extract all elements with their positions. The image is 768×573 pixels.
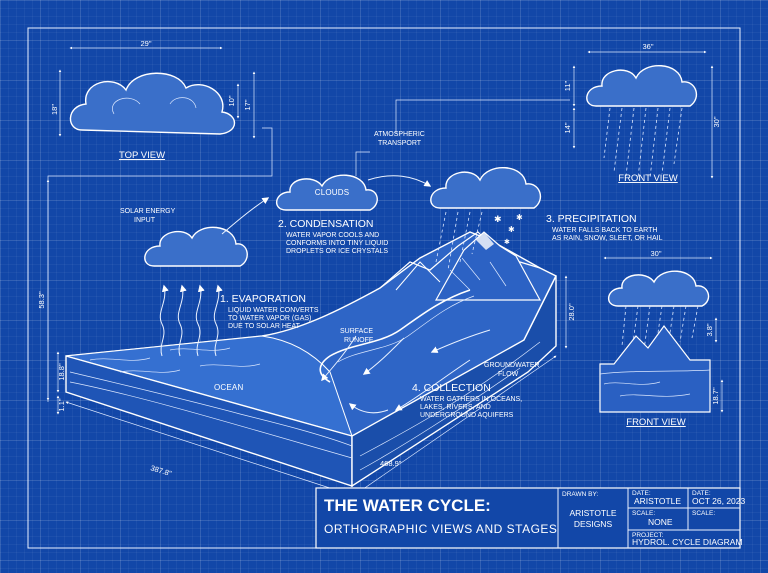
front-view-1: 36" 11" 14" 30" FRONT VIEW bbox=[563, 42, 721, 184]
cloud-evaporation bbox=[144, 226, 248, 267]
fv2-width-dim: 30" bbox=[650, 249, 661, 258]
ocean-label: OCEAN bbox=[214, 383, 243, 392]
base-dim: 1.1" bbox=[57, 398, 66, 411]
snowflake-icon: ✱ bbox=[504, 238, 510, 246]
terrain-block bbox=[65, 231, 557, 488]
fv2-h2-dim: 18.7" bbox=[711, 387, 720, 405]
project-value: HYDROL. CYCLE DIAGRAM bbox=[632, 537, 743, 547]
transport-label: TRANSPORT bbox=[378, 140, 422, 147]
drawn-by-value-2: DESIGNS bbox=[574, 519, 613, 529]
top-view-label: TOP VIEW bbox=[119, 150, 165, 161]
diagram-title: THE WATER CYCLE: bbox=[324, 496, 491, 515]
title-block: THE WATER CYCLE: ORTHOGRAPHIC VIEWS AND … bbox=[315, 487, 746, 549]
surface-runoff-label-2: RUNOFF bbox=[344, 337, 373, 344]
block-depth-dim: 387.8" bbox=[149, 463, 172, 478]
groundwater-label-2: FLOW bbox=[498, 371, 519, 378]
front-h2-dim: 14" bbox=[563, 122, 572, 133]
block-right-dim: 28.0" bbox=[567, 303, 576, 321]
snowflake-icon: ✱ bbox=[494, 214, 502, 224]
date2-value: OCT 26, 2023 bbox=[692, 496, 746, 506]
fv2-h1-dim: 3.8" bbox=[705, 323, 714, 336]
top-width-dim: 29" bbox=[140, 39, 151, 48]
clouds-label: CLOUDS bbox=[315, 188, 350, 197]
atmospheric-label: ATMOSPHERIC bbox=[374, 131, 425, 138]
scale2-label: SCALE: bbox=[692, 510, 715, 517]
main-dimensions: 58.3" 18.8" 1.1" 28.0" 387.8" 468.9" bbox=[37, 179, 576, 495]
date-value: ARISTOTLE bbox=[634, 496, 681, 506]
front-h3-dim: 30" bbox=[712, 116, 721, 127]
top-h2-dim: 10" bbox=[227, 95, 236, 106]
condensation-title: 2. CONDENSATION bbox=[278, 218, 373, 230]
arrow-atmospheric-transport bbox=[367, 175, 432, 187]
evaporation-arrows bbox=[159, 284, 223, 357]
front-view-label-2: FRONT VIEW bbox=[626, 417, 685, 428]
diagram-subtitle: ORTHOGRAPHIC VIEWS AND STAGES bbox=[324, 522, 557, 536]
top-h1-dim: 18" bbox=[50, 104, 59, 115]
front-width-dim: 36" bbox=[642, 42, 653, 51]
drawn-by-value-1: ARISTOTLE bbox=[569, 508, 616, 518]
top-h3-dim: 17" bbox=[243, 99, 252, 110]
groundwater-label-1: GROUNDWATER bbox=[484, 362, 540, 369]
precipitation-title: 3. PRECIPITATION bbox=[546, 213, 637, 225]
collection-line-2: LAKES, RIVERS, AND bbox=[420, 404, 491, 411]
condensation-line-2: CONFORMS INTO TINY LIQUID bbox=[286, 240, 388, 247]
arrow-to-condensation bbox=[221, 197, 270, 235]
front-h1-dim: 11" bbox=[563, 80, 572, 91]
solar-label-1: SOLAR ENERGY bbox=[120, 208, 176, 215]
date2-label: DATE: bbox=[692, 490, 711, 497]
cloud-condensation bbox=[276, 174, 378, 211]
precipitation-rain: ✱ ✱ ✱ ✱ bbox=[435, 211, 523, 271]
precipitation-line-2: AS RAIN, SNOW, SLEET, OR HAIL bbox=[552, 235, 663, 242]
date-label: DATE: bbox=[632, 490, 651, 497]
project-label: PROJECT: bbox=[632, 532, 664, 539]
snowflake-icon: ✱ bbox=[516, 213, 523, 222]
surface-runoff-label-1: SURFACE bbox=[340, 328, 373, 335]
evaporation-line-1: LIQUID WATER CONVERTS bbox=[228, 307, 319, 314]
cloud-precipitation bbox=[430, 166, 542, 209]
collection-line-3: UNDERGROUND AQUIFERS bbox=[420, 412, 514, 419]
evaporation-line-2: TO WATER VAPOR (GAS) bbox=[228, 315, 311, 322]
stage-precipitation: 3. PRECIPITATION WATER FALLS BACK TO EAR… bbox=[546, 213, 663, 242]
stage-collection: 4. COLLECTION WATER GATHERS IN OCEANS, L… bbox=[412, 382, 522, 419]
height-total-dim: 58.3" bbox=[37, 291, 46, 309]
scale-value: NONE bbox=[648, 517, 673, 527]
snowflake-icon: ✱ bbox=[508, 225, 515, 234]
collection-line-1: WATER GATHERS IN OCEANS, bbox=[420, 396, 522, 403]
block-length-dim: 468.9" bbox=[380, 459, 402, 468]
condensation-line-1: WATER VAPOR COOLS AND bbox=[286, 232, 379, 239]
stage-condensation: 2. CONDENSATION WATER VAPOR COOLS AND CO… bbox=[278, 218, 388, 255]
front-view-label-1: FRONT VIEW bbox=[618, 173, 677, 184]
stage-evaporation: 1. EVAPORATION LIQUID WATER CONVERTS TO … bbox=[220, 293, 319, 330]
scale-label: SCALE: bbox=[632, 510, 655, 517]
evaporation-title: 1. EVAPORATION bbox=[220, 293, 306, 305]
collection-title: 4. COLLECTION bbox=[412, 382, 491, 394]
drawn-by-label: DRAWN BY: bbox=[562, 491, 598, 498]
evaporation-line-3: DUE TO SOLAR HEAT bbox=[228, 323, 301, 330]
precipitation-line-1: WATER FALLS BACK TO EARTH bbox=[552, 227, 657, 234]
condensation-line-3: DROPLETS OR ICE CRYSTALS bbox=[286, 248, 388, 255]
ocean-depth-dim: 18.8" bbox=[57, 363, 66, 381]
solar-label-2: INPUT bbox=[134, 217, 156, 224]
front-view-2: 30" 3.8" 18.7" FRONT VIEW bbox=[599, 249, 724, 428]
